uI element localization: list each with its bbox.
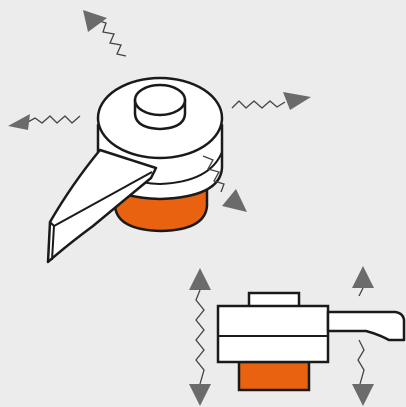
wavy-arrow-right-icon [231,92,311,110]
double-arrow-right-icon [352,266,374,406]
top-knob-icon [133,83,187,131]
side-orange-base-icon [237,360,311,392]
wavy-arrow-left-icon [8,114,81,130]
perspective-view [8,10,311,264]
side-view [189,266,406,406]
side-handle-icon [326,310,406,342]
wavy-arrow-down-right-icon [202,155,247,212]
side-body-icon [216,304,330,364]
double-arrow-left-icon [189,268,211,406]
lever-handle-icon [46,148,158,264]
wavy-arrow-up-left-icon [83,10,127,57]
